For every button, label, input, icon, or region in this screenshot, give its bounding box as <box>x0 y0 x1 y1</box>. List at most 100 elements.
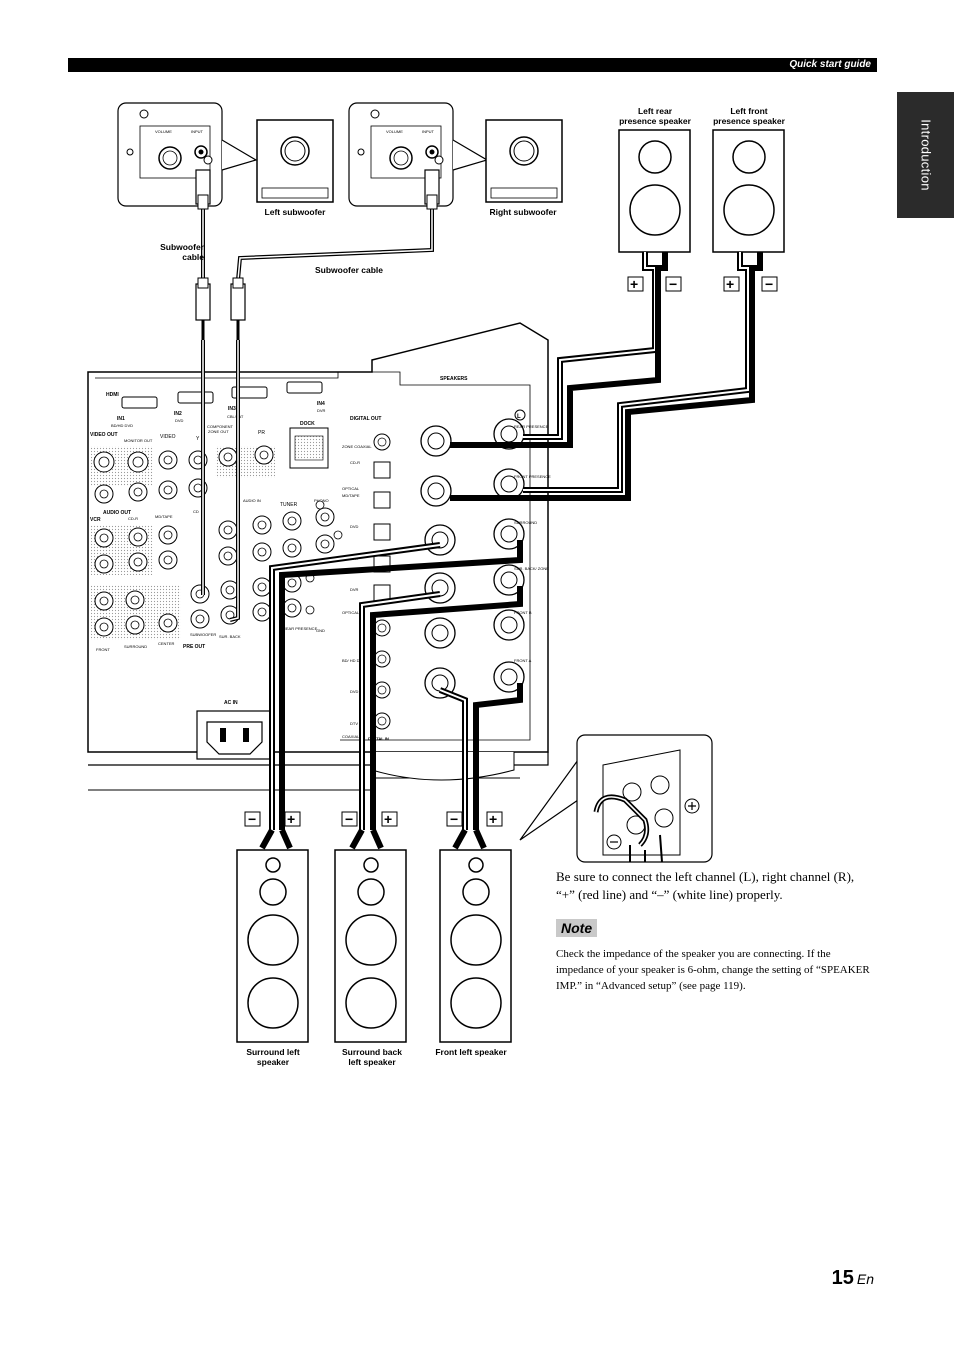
cd-r-label-2: CD-R <box>350 460 360 465</box>
svg-text:L: L <box>517 414 521 420</box>
presence-speaker-cables <box>450 252 763 501</box>
bd-hd-dvd-label: BD/HD DVD <box>111 423 133 428</box>
subwoofer-cable-label-2: Subwoofer cable <box>314 265 383 275</box>
rear-presence-label: REAR PRESENCE <box>283 626 318 631</box>
cd-label: CD <box>193 509 199 514</box>
left-front-presence-speaker <box>712 129 785 253</box>
monitor-out-label: MONITOR OUT <box>124 438 153 443</box>
gnd-label: GND <box>316 628 325 633</box>
left-subwoofer-label: Left subwoofer <box>264 207 326 217</box>
instruction-text: Be sure to connect the left channel (L),… <box>556 869 855 902</box>
front-a-terminal-label: FRONT A <box>514 658 532 663</box>
side-tab[interactable]: Introduction <box>897 92 954 218</box>
page-language: En <box>856 1271 874 1287</box>
zone-out-label: ZONE OUT <box>208 429 229 434</box>
left-subwoofer-panel-callout: VOLUME INPUT <box>117 102 258 207</box>
surround-left-speaker <box>236 849 309 1043</box>
pr-label: PR <box>258 430 265 436</box>
rear-presence-terminal-label: REAR PRESENCE <box>514 424 549 429</box>
audio-in-label: AUDIO IN <box>243 498 261 503</box>
svg-text:−: − <box>345 811 353 827</box>
audio-out-label: AUDIO OUT <box>103 510 131 516</box>
dvr-label: DVR <box>317 408 326 413</box>
optical-label-2: OPTICAL <box>342 610 360 615</box>
note-body: Check the impedance of the speaker you a… <box>556 948 870 992</box>
bd-hd-dvd-label-2: BD/ HD DVD <box>342 658 365 663</box>
left-rear-presence-speaker <box>618 129 691 253</box>
page-number-value: 15 <box>831 1267 854 1289</box>
front-left-speaker <box>439 849 512 1043</box>
digital-in-label: DIGITAL IN <box>368 736 389 741</box>
dvd-label: DVD <box>175 418 184 423</box>
surround-back-left-label: Surround back left speaker <box>342 1047 402 1067</box>
svg-text:+: + <box>287 811 295 827</box>
header-bar: Quick start guide <box>68 58 877 72</box>
subwoofer-cables <box>195 169 440 340</box>
section-label: Quick start guide <box>789 59 871 70</box>
dock-label: DOCK <box>300 421 315 427</box>
surround-back-left-speaker <box>334 849 407 1043</box>
svg-text:+: + <box>726 276 734 292</box>
video-out-label: VIDEO OUT <box>90 432 118 438</box>
coaxial-label: COAXIAL <box>342 734 360 739</box>
polarity-markers-presence: + − + − <box>627 276 778 292</box>
svg-text:−: − <box>669 276 677 292</box>
in1-label: IN1 <box>117 416 125 422</box>
zone-coaxial-label: ZONE COAXIAL <box>342 444 372 449</box>
dvr-label-2: DVR <box>350 587 359 592</box>
input-label: INPUT <box>191 129 204 134</box>
video-label: VIDEO <box>160 434 176 440</box>
speaker-terminals: REAR PRESENCE FRONT PRESENCE SURROUND SU… <box>420 409 551 699</box>
pre-out-label: PRE OUT <box>183 644 205 650</box>
surround-left-label: Surround left speaker <box>246 1047 300 1067</box>
dvd-label-2: DVD <box>350 524 359 529</box>
svg-text:+: + <box>384 811 392 827</box>
hdmi-label: HDMI <box>106 392 119 398</box>
svg-text:+: + <box>489 811 497 827</box>
sur-back-zone-terminal-label: SUR. BACK/ ZONE <box>514 566 549 571</box>
cd-r-label: CD-R <box>128 516 138 521</box>
sur-back-label: SUR. BACK <box>219 634 241 639</box>
surround-terminal-label: SURROUND <box>514 520 537 525</box>
in2-label: IN2 <box>174 411 182 417</box>
svg-text:−: − <box>248 811 256 827</box>
volume-label: VOLUME <box>386 129 403 134</box>
optical-label: OPTICAL <box>342 486 360 491</box>
front-left-label: Front left speaker <box>435 1047 507 1057</box>
svg-text:−: − <box>765 276 773 292</box>
terminal-detail-callout <box>519 734 713 863</box>
svg-text:−: − <box>450 811 458 827</box>
dvd-label-3: DVD <box>350 689 359 694</box>
input-label: INPUT <box>422 129 435 134</box>
left-rear-presence-label: Left rear presence speaker <box>619 106 691 126</box>
component-label: COMPONENT <box>207 424 234 429</box>
md-tape-label-2: MD/TAPE <box>342 493 360 498</box>
front-label: FRONT <box>96 647 110 652</box>
front-presence-terminal-label: FRONT PRESENCE <box>514 474 551 479</box>
tuner-label: TUNER <box>280 502 298 508</box>
speakers-label: SPEAKERS <box>440 376 468 382</box>
center-label: CENTER <box>158 641 175 646</box>
right-subwoofer <box>485 119 563 203</box>
ac-in-label: AC IN <box>224 700 238 706</box>
phono-label: PHONO <box>314 498 329 503</box>
left-subwoofer <box>256 119 334 203</box>
subwoofer-cable-run <box>201 340 240 622</box>
md-tape-label: MD/TAPE <box>155 514 173 519</box>
front-b-terminal-label: FRONT B <box>514 610 532 615</box>
svg-text:+: + <box>630 276 638 292</box>
volume-label: VOLUME <box>155 129 172 134</box>
in4-label: IN4 <box>317 401 325 407</box>
cbl-sat-label: CBL/SAT <box>227 414 244 419</box>
in3-label: IN3 <box>228 406 236 412</box>
right-subwoofer-label: Right subwoofer <box>489 207 557 217</box>
right-subwoofer-panel-callout: VOLUME INPUT <box>348 102 489 207</box>
subwoofer-label: SUBWOOFER <box>190 632 216 637</box>
digital-out-label: DIGITAL OUT <box>350 416 381 422</box>
y-label: Y <box>196 436 200 442</box>
receiver-rear-panel: HDMI IN1 IN2 IN3 IN4 BD/HD DVD DVD CBL/S… <box>87 322 551 791</box>
lower-speaker-cables <box>259 540 523 850</box>
dtv-label: DTV <box>350 721 358 726</box>
